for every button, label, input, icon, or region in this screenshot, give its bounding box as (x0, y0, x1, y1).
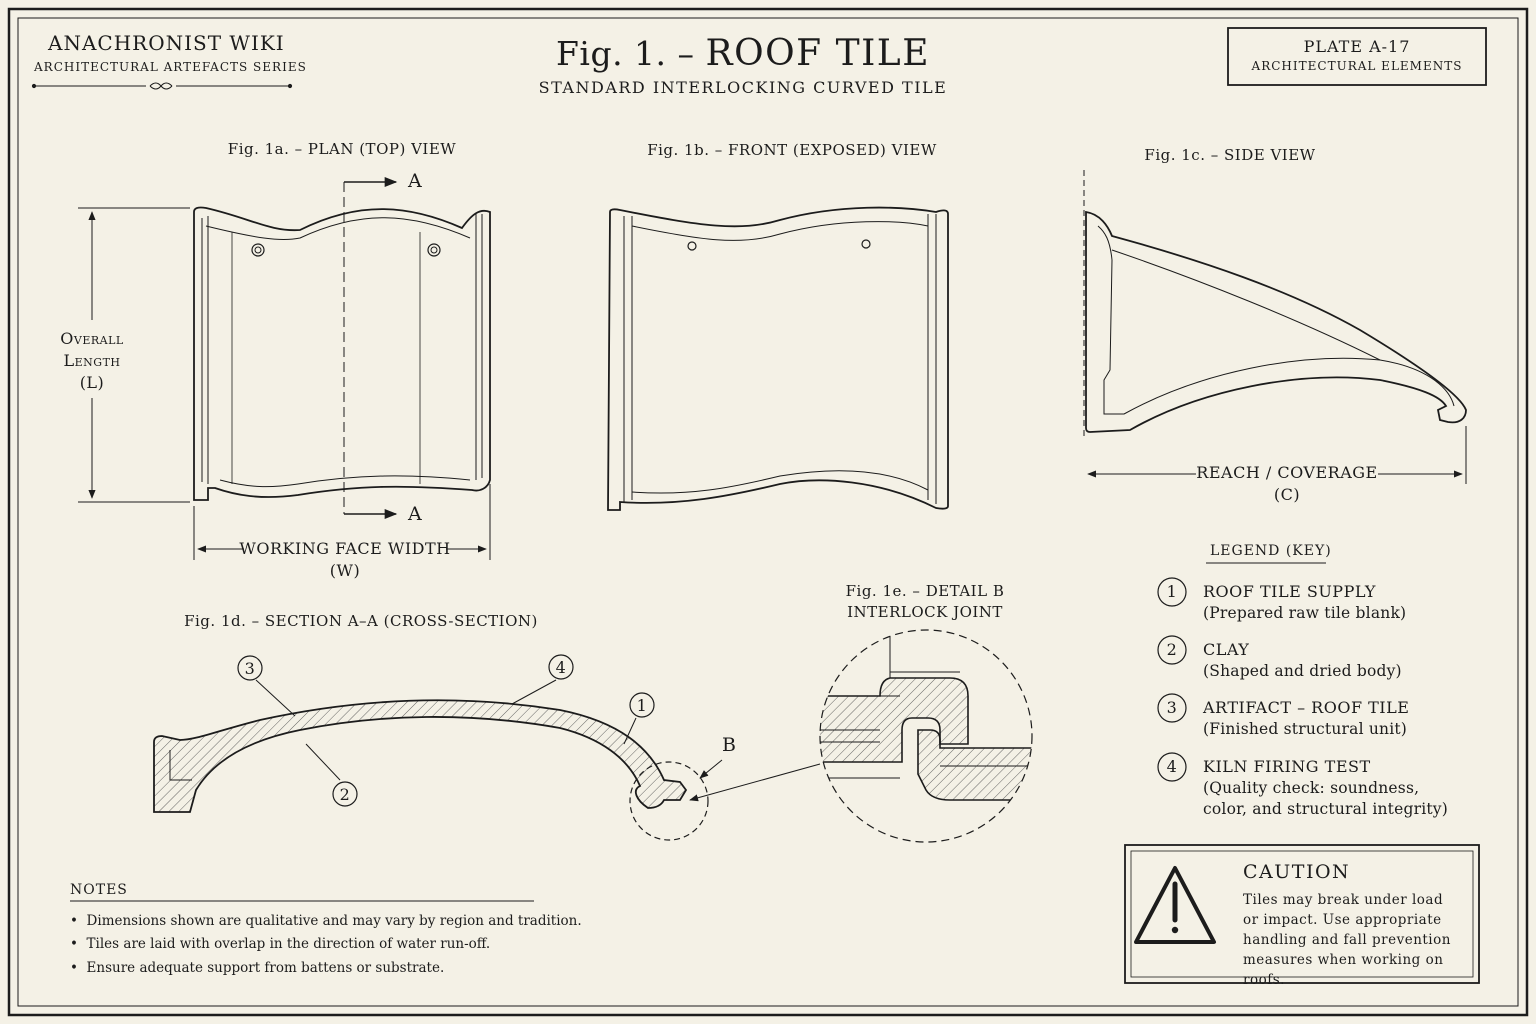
legend-title-1: ROOF TILE SUPPLY (1203, 582, 1376, 601)
caution-title: CAUTION (1243, 861, 1351, 883)
figure-prefix: Fig. 1. – (555, 34, 695, 73)
reach-dimension-abbr: (C) (1273, 485, 1301, 504)
reach-dimension-label: REACH / COVERAGE (1196, 463, 1378, 482)
legend-bubble-2 (1157, 635, 1187, 665)
inner-border (17, 17, 1519, 1007)
figure-subtitle: STANDARD INTERLOCKING CURVED TILE (538, 78, 948, 97)
legend-desc-1: (Prepared raw tile blank) (1203, 604, 1407, 622)
width-dimension-abbr: (W) (329, 561, 361, 580)
legend-desc-3: (Finished structural unit) (1203, 720, 1408, 738)
caution-box-outer (1124, 844, 1480, 984)
caution-body: Tiles may break under load or impact. Us… (1243, 892, 1451, 988)
legend-desc-4a: (Quality check: soundness, (1203, 779, 1420, 797)
caution-box-inner (1130, 850, 1474, 978)
callout-3: 3 (244, 659, 256, 678)
legend-desc-4b: color, and structural integrity) (1203, 800, 1448, 818)
legend-num-4: 4 (1166, 757, 1178, 776)
outer-border (7, 7, 1529, 1017)
note-item-2: • Tiles are laid with overlap in the dir… (70, 936, 491, 952)
legend-title-3: ARTIFACT – ROOF TILE (1203, 698, 1410, 717)
section-mark-top: A (408, 170, 423, 192)
notes-heading: NOTES (70, 882, 128, 898)
legend-bubble-4 (1157, 752, 1187, 782)
callout-2: 2 (339, 785, 351, 804)
legend-title-2: CLAY (1203, 640, 1250, 659)
legend-heading: LEGEND (KEY) (1210, 543, 1332, 559)
front-tile-outline (607, 206, 949, 511)
note-item-1: • Dimensions shown are qualitative and m… (70, 913, 582, 929)
detail-b-marker (629, 761, 709, 841)
plan-tile-outline (193, 206, 491, 501)
legend-title-4: KILN FIRING TEST (1203, 757, 1371, 776)
note-text-2: Tiles are laid with overlap in the direc… (86, 936, 491, 952)
width-dimension-label: WORKING FACE WIDTH (239, 539, 451, 558)
callout-bubble-1 (629, 692, 655, 718)
length-label-line2: Length (63, 351, 121, 370)
note-item-3: • Ensure adequate support from battens o… (70, 960, 445, 976)
series-ornament (31, 82, 293, 90)
detail-view-label: Fig. 1e. – DETAIL B (845, 582, 1005, 600)
plate-number-box (1227, 27, 1487, 86)
length-dimension-label: Overall Length (L) (60, 328, 123, 394)
note-text-3: Ensure adequate support from battens or … (86, 960, 445, 976)
section-profile (153, 699, 688, 813)
detail-b-mark: B (722, 734, 737, 756)
front-view-label: Fig. 1b. – FRONT (EXPOSED) VIEW (647, 141, 937, 159)
plate-number: PLATE A-17 (1303, 37, 1411, 56)
side-view-label: Fig. 1c. – SIDE VIEW (1144, 146, 1316, 164)
callout-bubble-4 (548, 654, 574, 680)
plate-subtitle: ARCHITECTURAL ELEMENTS (1251, 59, 1463, 73)
front-view-drawing (607, 206, 949, 511)
section-view-label: Fig. 1d. – SECTION A–A (CROSS-SECTION) (184, 612, 538, 630)
legend-bubble-3 (1157, 693, 1187, 723)
detail-view-sublabel: INTERLOCK JOINT (847, 603, 1003, 621)
detail-drawing (819, 629, 1033, 843)
side-tile-outline (1085, 210, 1467, 433)
plan-view-drawing (78, 176, 491, 560)
side-view-drawing (1083, 170, 1467, 484)
width-dimension (193, 484, 491, 560)
legend-bubble-1 (1157, 577, 1187, 607)
legend-num-1: 1 (1166, 582, 1178, 601)
detail-b-circle (819, 629, 1033, 843)
section-mark-bottom: A (408, 503, 423, 525)
warning-triangle-icon (1134, 866, 1216, 944)
callout-1: 1 (636, 696, 648, 715)
legend-num-2: 2 (1166, 640, 1178, 659)
callout-bubble-2 (332, 781, 358, 807)
series-title: ANACHRONIST WIKI (48, 31, 285, 55)
length-label-line1: Overall (60, 329, 124, 348)
section-drawing (153, 654, 821, 841)
figure-name: ROOF TILE (705, 33, 931, 74)
plan-view-label: Fig. 1a. – PLAN (TOP) VIEW (227, 140, 457, 158)
figure-title: Fig. 1. – ROOF TILE (556, 33, 930, 74)
callout-4: 4 (555, 658, 567, 677)
note-text-1: Dimensions shown are qualitative and may… (86, 913, 582, 929)
legend-num-3: 3 (1166, 698, 1178, 717)
length-dimension (78, 207, 190, 503)
callout-bubble-3 (237, 655, 263, 681)
length-label-abbr: (L) (79, 373, 105, 392)
legend-desc-2: (Shaped and dried body) (1203, 662, 1402, 680)
series-subtitle: ARCHITECTURAL ARTEFACTS SERIES (34, 60, 307, 74)
